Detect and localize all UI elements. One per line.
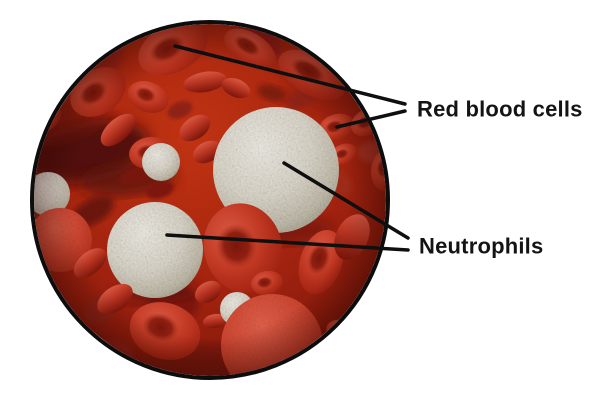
pointer-lines: [165, 44, 410, 252]
lens-vignette: [34, 24, 386, 376]
red-blood-cell-edge: [338, 40, 378, 72]
lens-border: [30, 20, 390, 380]
pointer-line-red-blood-cells: [335, 109, 407, 129]
pointer-line-neutrophils: [282, 161, 410, 240]
label-neutrophils: Neutrophils: [419, 233, 544, 259]
pointer-line-neutrophils: [165, 233, 410, 252]
label-red-blood-cells: Red blood cells: [417, 96, 583, 122]
pointer-line-red-blood-cells: [173, 44, 407, 106]
